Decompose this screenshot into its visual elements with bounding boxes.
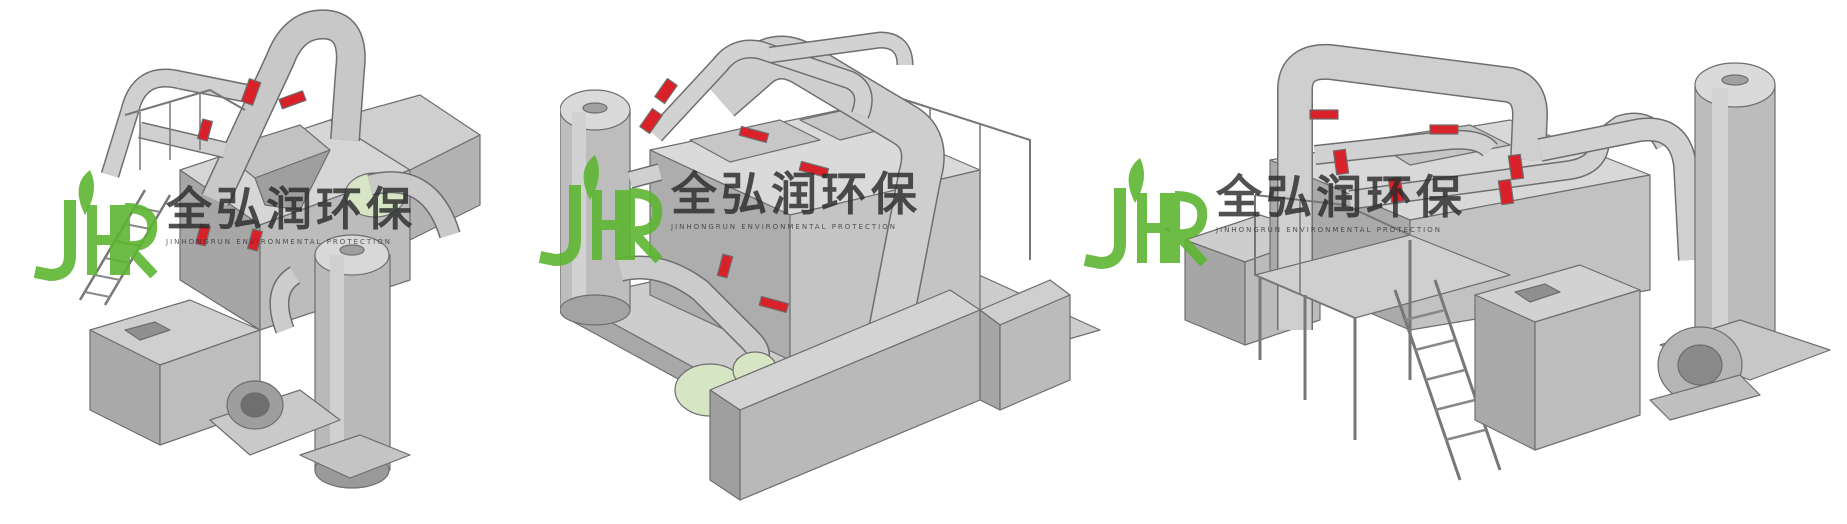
equipment-render-left	[30, 0, 500, 524]
equipment-render-right	[1180, 0, 1840, 524]
equipment-render-middle	[560, 0, 1120, 524]
